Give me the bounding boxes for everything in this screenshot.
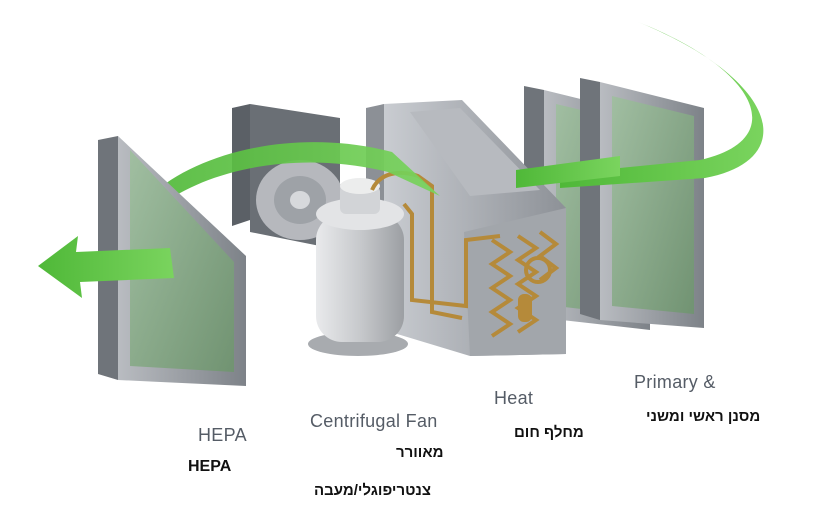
heat-label: Heat (494, 388, 534, 408)
hepa-hebrew-label: HEPA (188, 458, 232, 475)
primary-hebrew-label: מסנן ראשי ומשני (646, 408, 761, 425)
heat-hebrew-label: מחלף חום (514, 424, 584, 441)
centrifugal-fan-hebrew-label-line2: צנטריפוגלי/מעבה (314, 482, 432, 499)
airflow-middle-arrow (516, 156, 620, 188)
compressor (308, 178, 408, 356)
airflow-outlet-arrow (38, 236, 174, 298)
centrifugal-fan-label: Centrifugal Fan (310, 411, 438, 431)
airflow-fan-arrow (150, 142, 440, 206)
hepa-label: HEPA (198, 425, 247, 445)
primary-filter-panel (580, 78, 704, 328)
hepa-filter (98, 136, 246, 386)
centrifugal-fan-hebrew-label-line1: מאוורר (396, 444, 444, 461)
heat-exchanger-coils (488, 230, 560, 338)
primary-label: Primary & (634, 372, 716, 392)
